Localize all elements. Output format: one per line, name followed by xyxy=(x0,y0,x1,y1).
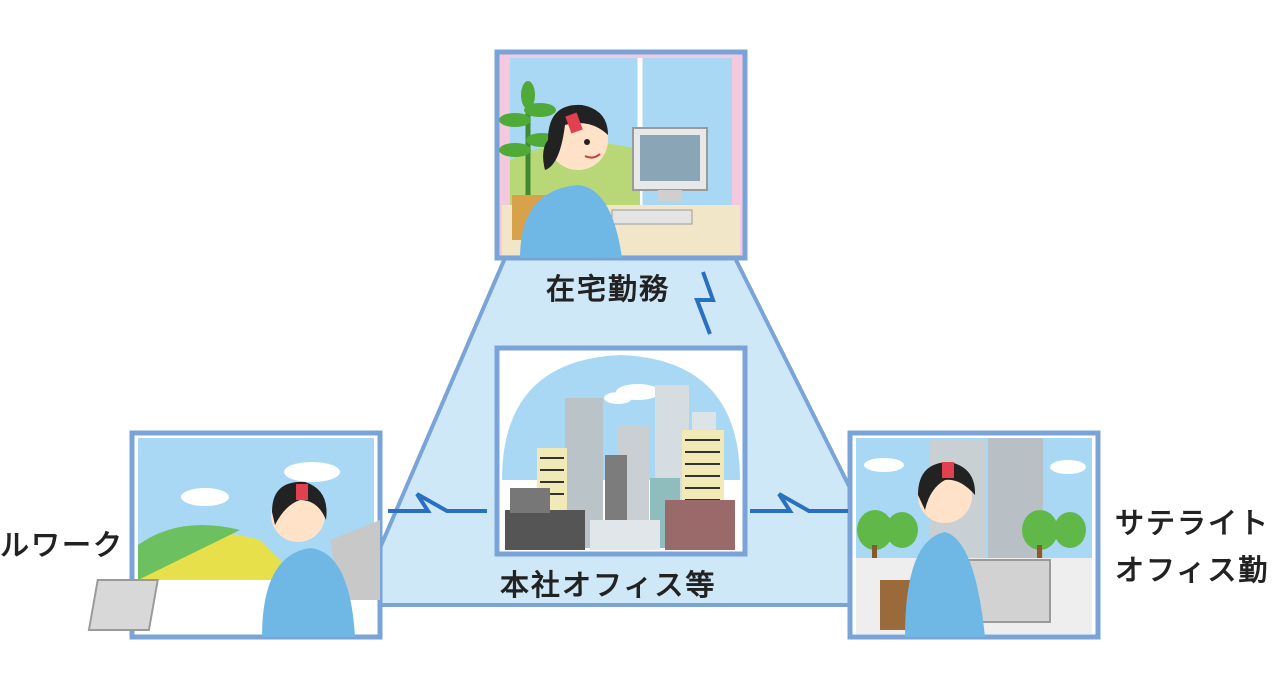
woman-illustration xyxy=(905,462,985,637)
trees-illustration xyxy=(857,510,1086,559)
woman-illustration xyxy=(262,481,355,637)
lightning-bolt-icon xyxy=(694,271,716,335)
monitor-illustration xyxy=(611,127,708,225)
mobile-work-panel xyxy=(87,430,383,640)
label-satellite-line2: オフィス勤 xyxy=(1115,553,1270,587)
label-satellite-line1: サテライト xyxy=(1115,506,1271,540)
lightning-bolt-icon xyxy=(750,492,848,513)
headquarters-panel xyxy=(494,345,748,557)
label-mobile-work: ルワーク xyxy=(0,528,125,562)
woman-illustration xyxy=(520,104,622,258)
lightning-bolt-icon xyxy=(388,492,487,513)
home-office-panel xyxy=(494,49,748,261)
label-home-office: 在宅勤務 xyxy=(546,272,671,306)
satellite-office-panel xyxy=(847,430,1101,640)
label-headquarters: 本社オフィス等 xyxy=(500,568,717,602)
